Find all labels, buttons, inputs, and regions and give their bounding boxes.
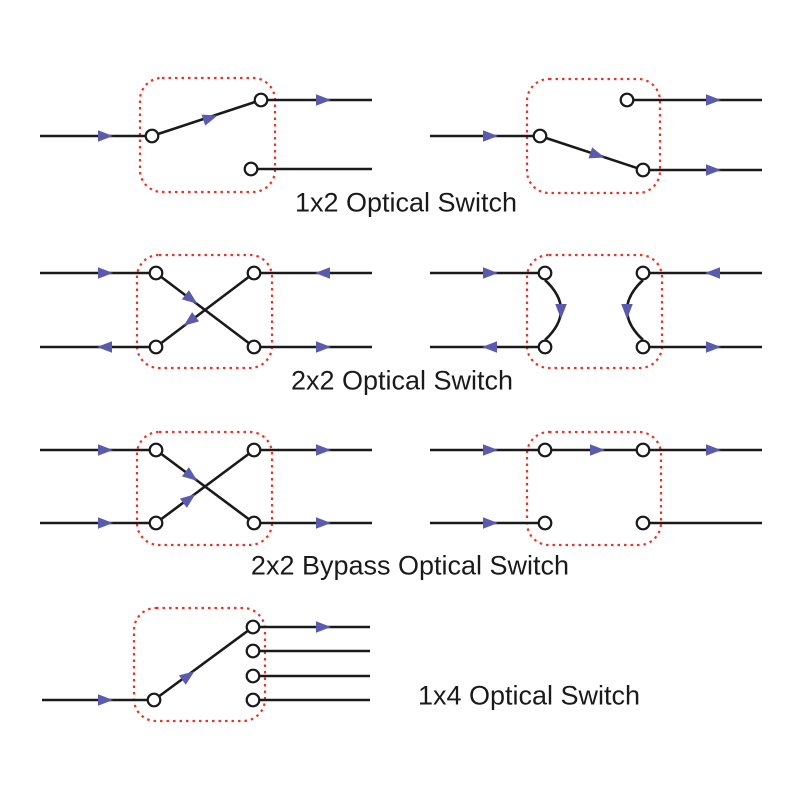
port-circle [246,265,262,281]
fiber-line [153,625,254,702]
flow-arrow [621,304,633,319]
flow-arrow [706,444,721,456]
flow-arrow [181,290,198,304]
flow-arrow [316,341,331,353]
flow-arrow [706,164,721,176]
flow-arrow [482,341,497,353]
port-circle [635,442,651,458]
dashed-boundary-box [525,253,664,370]
flow-arrow [590,444,605,456]
switch-2x2-loopback-state [430,253,762,370]
port-circle [619,92,635,108]
port-circle [246,339,262,355]
port-circle [148,339,164,355]
flow-arrow [179,494,196,508]
port-circle [537,442,553,458]
port-circle [245,619,261,635]
flow-arrow [178,671,195,685]
flow-arrow [316,444,331,456]
switch-1x2-state-lower [430,77,762,195]
flow-arrow [98,444,113,456]
flow-arrow [316,517,331,529]
port-circle [148,442,164,458]
port-circle [245,692,261,708]
flow-arrow [181,467,198,481]
flow-arrow [315,267,330,279]
port-circle [635,265,651,281]
port-circle [148,515,164,531]
flow-arrow [483,130,498,142]
flow-arrow [98,267,113,279]
caption-2x2-bypass-optical-switch: 2x2 Bypass Optical Switch [250,550,570,581]
flow-arrow [483,517,498,529]
flow-arrow [98,517,113,529]
dashed-boundary-box [132,606,267,723]
caption-1x2-optical-switch: 1x2 Optical Switch [294,187,518,218]
dashed-boundary-box [135,253,274,370]
caption-2x2-optical-switch: 2x2 Optical Switch [290,365,514,396]
port-circle [537,265,553,281]
port-circle [635,515,651,531]
flow-arrow [201,114,218,126]
flow-arrow [555,304,567,319]
flow-arrow [588,147,605,159]
flow-arrow [98,130,113,142]
port-circle [253,92,269,108]
port-circle [243,161,259,177]
port-circle [144,128,160,144]
flow-arrow [98,694,113,706]
port-circle [146,692,162,708]
port-circle [635,339,651,355]
flow-arrow [483,267,498,279]
port-circle [246,515,262,531]
switch-1x4 [42,606,370,723]
flow-arrow [705,267,720,279]
dashed-boundary-box [135,430,274,547]
switch-2x2-bypass-cross-state [40,430,372,547]
flow-arrow [183,312,200,326]
port-circle [245,643,261,659]
flow-arrow [97,341,112,353]
port-circle [635,162,651,178]
flow-arrow [316,621,331,633]
fiber-line [155,448,255,525]
port-circle [537,339,553,355]
switch-2x2-bypass-through-state [430,430,762,547]
port-circle [537,515,553,531]
flow-arrow [706,341,721,353]
flow-arrow [706,94,721,106]
switch-1x2-state-upper [40,76,372,194]
port-circle [245,668,261,684]
dashed-boundary-box [525,77,662,195]
caption-1x4-optical-switch: 1x4 Optical Switch [417,680,641,711]
port-circle [532,128,548,144]
port-circle [246,442,262,458]
fiber-line [155,271,255,349]
port-circle [148,265,164,281]
flow-arrow [483,444,498,456]
switch-2x2-cross-state [40,253,372,370]
flow-arrow [316,94,331,106]
